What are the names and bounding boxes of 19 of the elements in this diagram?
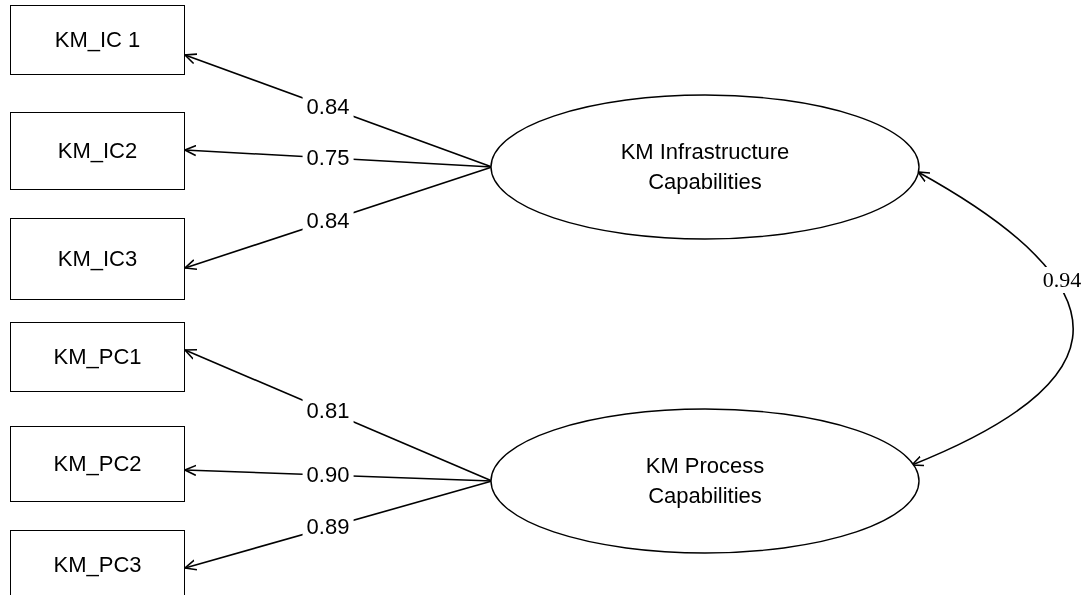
edge-label: 0.81 — [302, 398, 354, 424]
latent-variable-ellipse — [490, 94, 920, 240]
node-label: KM Process Capabilities — [644, 452, 766, 510]
indicator-box — [10, 112, 185, 190]
node-label: KM_IC 1 — [54, 26, 141, 54]
node-label: KM_IC2 — [57, 137, 138, 165]
edge-label: 0.84 — [302, 94, 354, 121]
indicator-box — [10, 322, 185, 392]
indicator-box — [10, 218, 185, 300]
correlation-arrow — [911, 171, 1074, 466]
node-label: KM_PC1 — [53, 343, 142, 371]
indicator-box — [10, 426, 185, 502]
indicator-box — [10, 5, 185, 75]
node-label: KM_PC2 — [53, 450, 142, 478]
node-label: KM Infrastructure Capabilities — [619, 138, 791, 196]
node-label: KM_IC3 — [57, 245, 138, 273]
latent-variable-ellipse — [490, 408, 920, 554]
indicator-box — [10, 530, 185, 595]
node-label: KM_PC3 — [53, 551, 142, 579]
